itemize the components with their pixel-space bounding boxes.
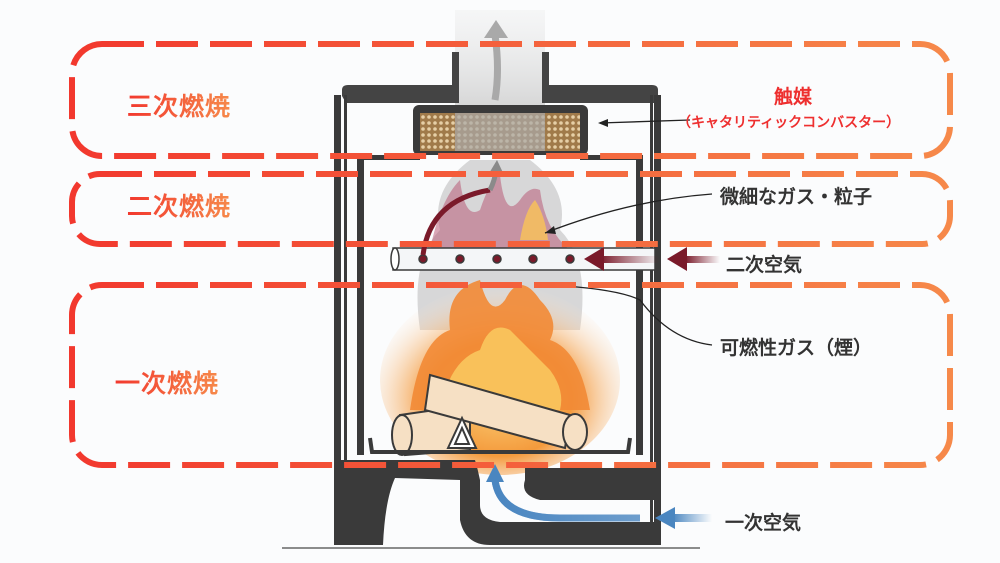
zone-box-primary [69,282,953,468]
zone-box-secondary [69,171,953,247]
catalyst-subtitle: （キャタリティックコンバスター） [677,115,901,131]
zone-label-primary: 一次燃焼 [115,364,219,400]
leader-lines [544,119,713,346]
catalytic-combustor [420,113,580,151]
zone-box-tertiary [69,41,953,159]
zone-label-tertiary: 三次燃焼 [127,87,231,123]
secondary-air-arrow [584,247,720,271]
stove-base [340,460,660,545]
primary-air-flow [486,464,712,529]
grate [368,437,632,454]
primary-air-label: 一次空気 [725,512,802,534]
secondary-flames [430,175,570,250]
catalyst-title: 触媒 [774,86,813,108]
firewood-logs [391,373,588,457]
secondary-air-label: 二次空気 [726,254,803,276]
combustible-gas-label: 可燃性ガス（煙） [720,337,873,359]
zone-label-secondary: 二次燃焼 [127,187,231,223]
fine-particles-label: 微細なガス・粒子 [720,186,873,208]
